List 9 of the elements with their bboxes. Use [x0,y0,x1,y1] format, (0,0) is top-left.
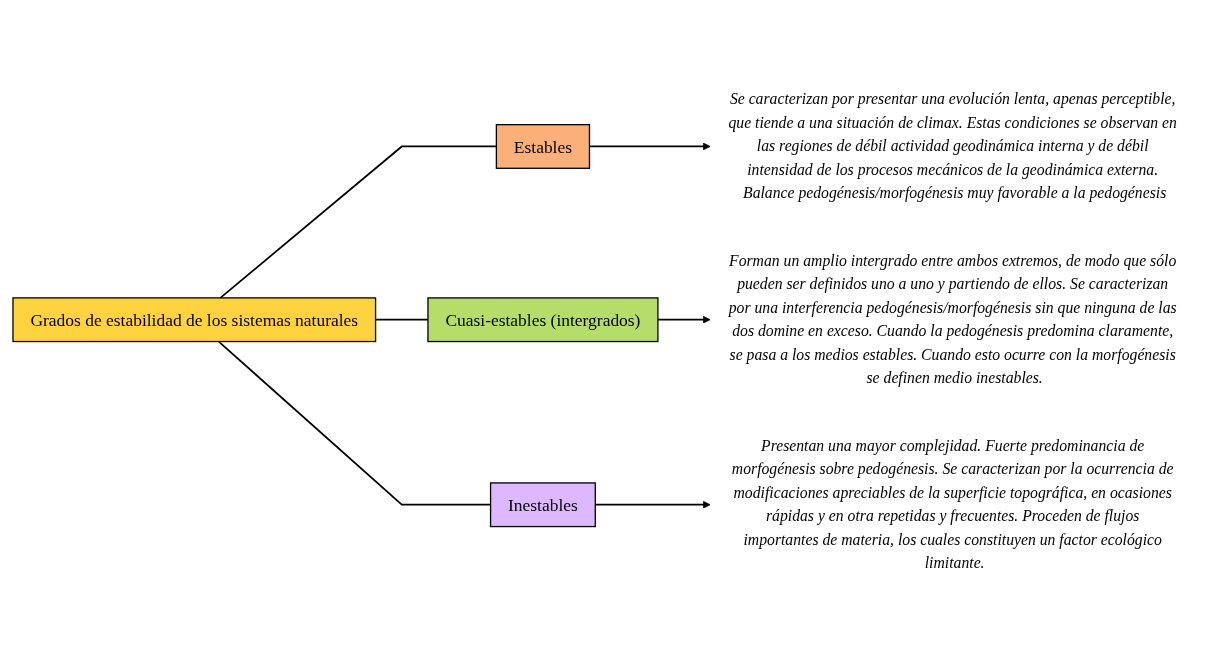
node-box: Cuasi-estables (intergrados) [426,296,659,342]
node-box: Estables [495,123,590,169]
node-box: Inestables [489,481,596,527]
arrow [588,142,711,150]
node-text: Presentan una mayor complejidad. Fuerte predominancia de morfogénesis sobre pedogénesis. Se caracterizan por la ocurrencia de modificaciones apreciables de la superficie topográfica, en ocasiones rápidas y en otra repetidas y frecuentes. Proceden de flujos importantes de materia, los cuales constituyen un factor ecológico limitante. [731,436,1174,572]
connector [217,340,491,506]
node-text: Forman un amplio intergrado entre ambos extremos, de modo que sólo pueden ser definidos uno a uno y partiendo de ellos. Se caracterizan por una interferencia pedogénesis/morfogénesis sin que ninguna de las dos domine en exceso. Cuando la pedogénesis predomina claramente, se pasa a los medios estables. Cuando esto ocurre con la morfogénesis se definen medio inestables. [728,251,1177,387]
node-text: Se caracterizan por presentar una evolución lenta, apenas perceptible, que tiende a una situación de climax. Estas condiciones se observan en las regiones de débil actividad geodinámica interna y de débil intensidad de los procesos mecánicos de la geodinámica externa. Balance pedogénesis/morfogénesis muy favorable a la pedogénesis [727,89,1177,202]
node-box: Grados de estabilidad de los sistemas naturales [11,296,376,342]
